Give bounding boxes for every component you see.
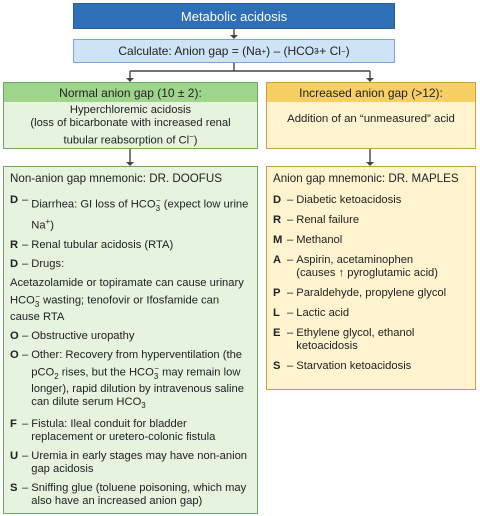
list-item: S–Sniffing glue (toluene poisoning, whic… (10, 481, 247, 507)
maples-title: Anion gap mnemonic: DR. MAPLES (273, 172, 459, 185)
title: Metabolic acidosis (180, 8, 288, 24)
normal-gap-header: Normal anion gap (10 ± 2): (3, 82, 258, 103)
list-item: D–Drugs: (10, 257, 65, 270)
list-item: R–Renal failure (273, 214, 360, 226)
list-item: S–Starvation ketoacidosis (273, 360, 412, 372)
list-item: D–Diabetic ketoacidosis (273, 194, 402, 206)
list-item: O–Obstructive uropathy (10, 329, 135, 342)
maples-mnemonic-box: Anion gap mnemonic: DR. MAPLES D–Diabeti… (266, 166, 476, 390)
list-item: P–Paraldehyde, propylene glycol (273, 287, 447, 299)
drugs-detail: Acetazolamide or topiramate can cause ur… (10, 276, 244, 323)
list-item: L–Lactic acid (273, 307, 350, 319)
list-item: A–Aspirin, acetaminophen(causes ↑ pyrogl… (273, 254, 438, 279)
list-item: O– Other: Recovery from hyperventilation… (10, 348, 244, 410)
increased-gap-header: Increased anion gap (>12): (266, 82, 476, 103)
normal-gap-description: Hyperchloremic acidosis (loss of bicarbo… (3, 102, 258, 149)
list-item: M–Methanol (273, 234, 343, 246)
list-item: U–Uremia in early stages may have non-an… (10, 449, 248, 475)
list-item: F–Fistula: Ileal conduit for bladder rep… (10, 417, 216, 443)
doofus-mnemonic-box: Non-anion gap mnemonic: DR. DOOFUS D– Di… (3, 166, 258, 514)
list-item: E–Ethylene glycol, ethanol ketoacidosis (273, 327, 415, 352)
list-item: D– Diarrhea: GI loss of HCO3− (expect lo… (10, 194, 249, 232)
increased-gap-description: Addition of an “unmeasured” acid (266, 102, 476, 149)
list-item: R–Renal tubular acidosis (RTA) (10, 238, 174, 251)
doofus-title: Non-anion gap mnemonic: DR. DOOFUS (10, 172, 222, 185)
title-box: Metabolic acidosis (73, 3, 395, 29)
